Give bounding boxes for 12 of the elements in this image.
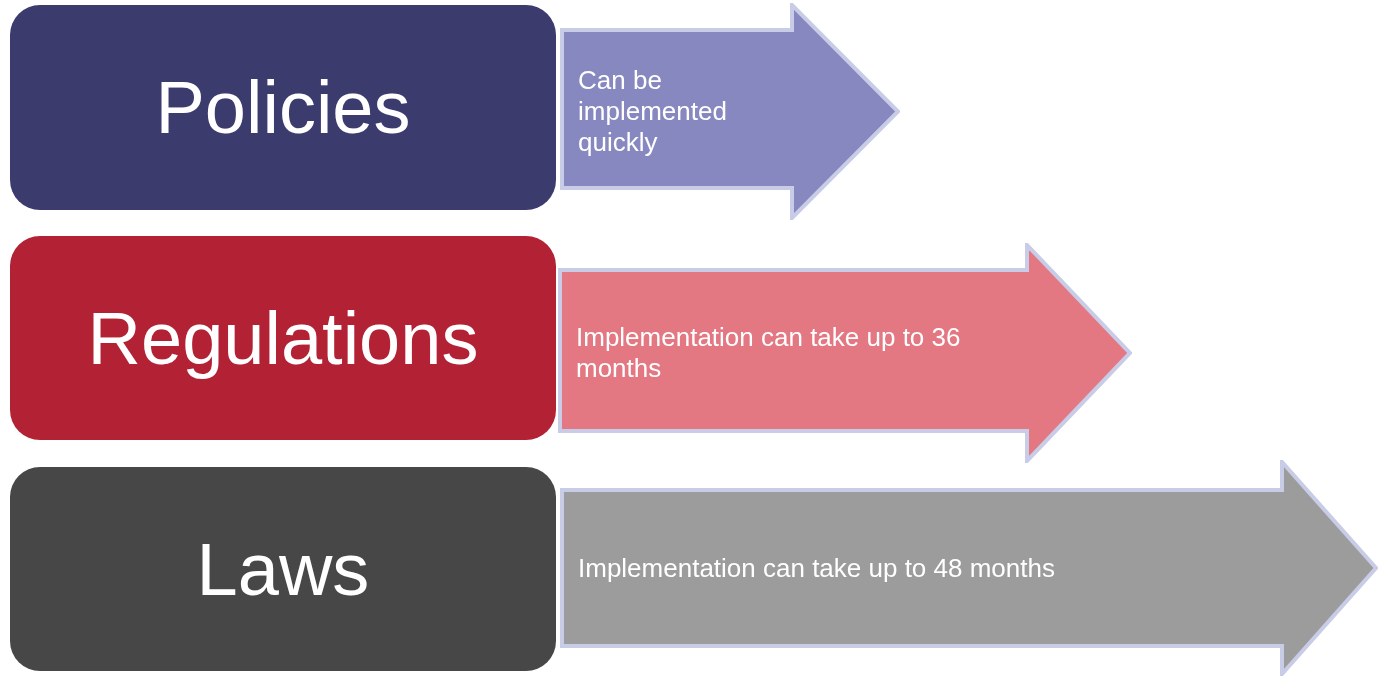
pentagon-panel	[558, 243, 1132, 463]
arrow-text: Implementation can take up to 48 months	[578, 551, 1056, 585]
box-label: Laws	[196, 526, 370, 612]
rounded-box	[10, 236, 556, 440]
arrow-text: Can be implemented quickly	[578, 64, 728, 159]
box-label: Policies	[155, 65, 411, 150]
rounded-box	[10, 467, 556, 671]
pentagon-panel	[560, 3, 900, 220]
box-label: Regulations	[87, 295, 479, 381]
rounded-box	[10, 5, 556, 210]
pentagon-panel	[560, 460, 1378, 676]
arrow-text: Implementation can take up to 36 months	[576, 321, 962, 385]
